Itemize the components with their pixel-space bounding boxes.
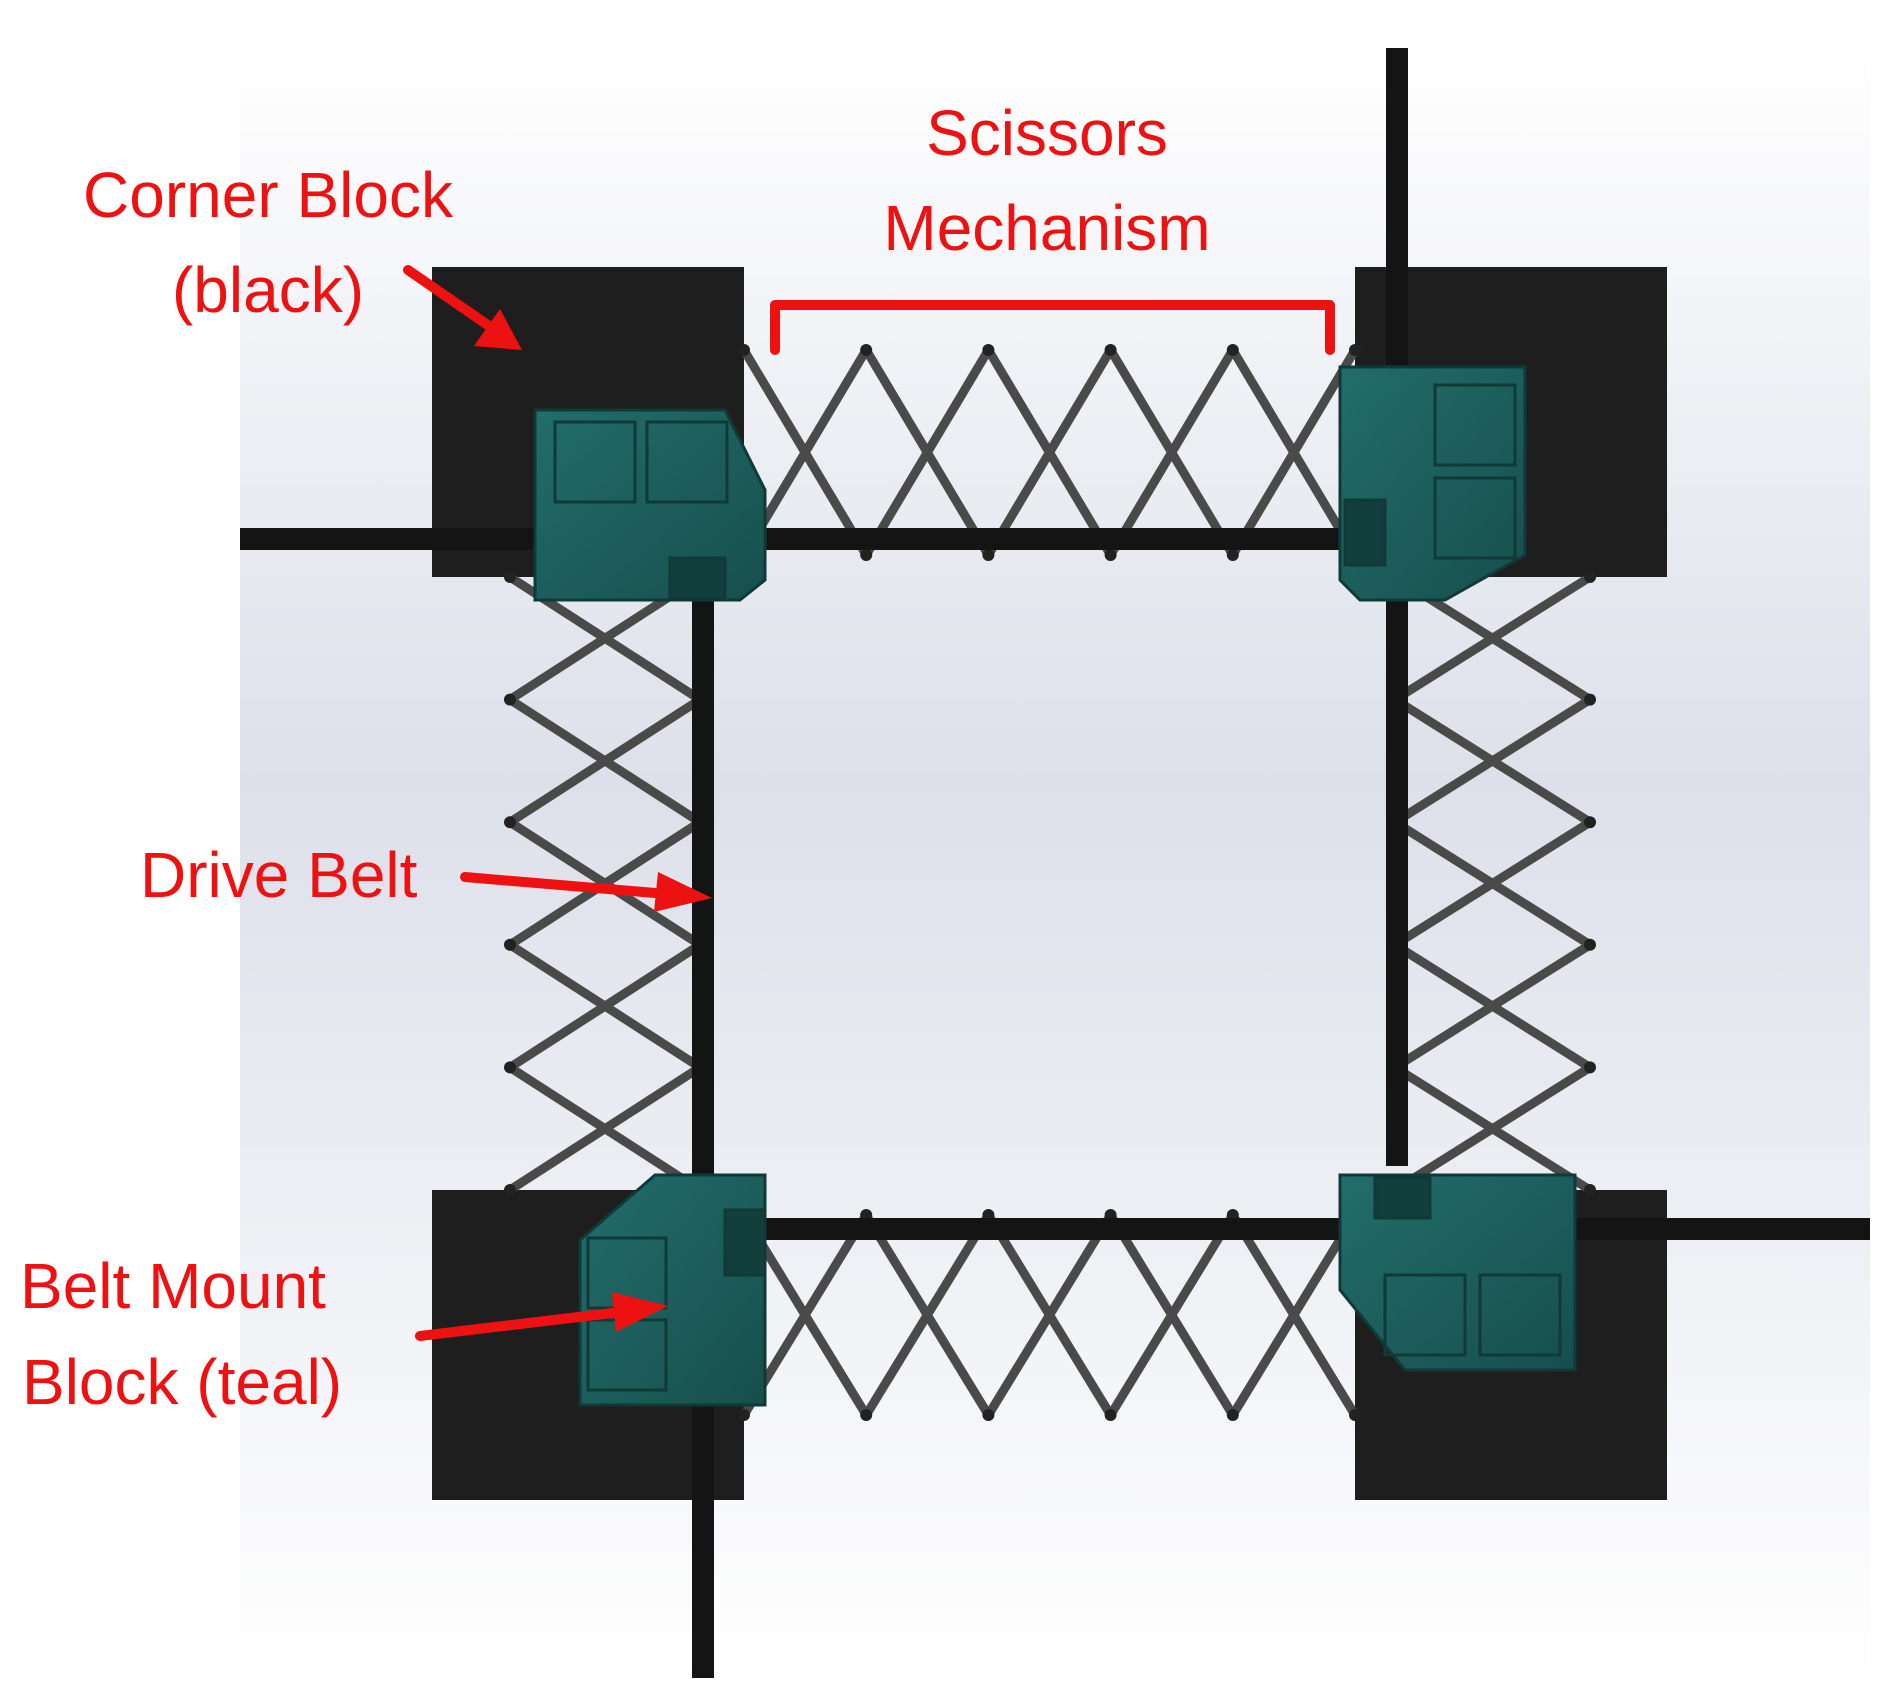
scissor-pivot xyxy=(504,693,516,706)
scissor-pivot xyxy=(860,549,873,561)
drive-belt-vertical-left xyxy=(692,560,714,1678)
drive-belts xyxy=(240,48,1870,1678)
scissor-pivot xyxy=(1349,1409,1361,1421)
scissor-link xyxy=(1228,1210,1360,1420)
scissor-link xyxy=(1390,817,1595,950)
scissor-link xyxy=(1106,345,1238,560)
scissor-link xyxy=(1390,695,1595,827)
scissors-mechanism-label-line1: Scissors xyxy=(926,97,1168,169)
scissor-pivot xyxy=(504,816,516,829)
scissors-bracket xyxy=(770,300,1335,355)
scissor-link xyxy=(1390,940,1595,1072)
scissor-pivot xyxy=(1226,1409,1239,1421)
scissor-pivot xyxy=(1104,344,1117,356)
scissor-link xyxy=(505,695,705,827)
belt-mount-block-bottom-right xyxy=(1338,1173,1577,1372)
belt-mount-block-bottom-left xyxy=(578,1173,767,1407)
scissors-mechanism-label-line2: Mechanism xyxy=(883,192,1210,264)
scissor-pivot xyxy=(504,1184,516,1196)
scissor-pivot xyxy=(738,344,750,356)
scissor-pivot xyxy=(982,1409,995,1421)
scissor-pivot xyxy=(1584,1184,1596,1196)
scissor-pivot xyxy=(1584,693,1596,706)
scissors-mechanism-top xyxy=(738,344,1361,561)
belt-mount-block-top-right xyxy=(1338,365,1527,602)
drive-belt-arrow xyxy=(460,872,712,912)
scissor-link xyxy=(861,345,993,560)
drive-belt-horizontal-top xyxy=(240,528,1380,550)
belt-mount-label-line1: Belt Mount xyxy=(20,1250,326,1322)
scissor-link xyxy=(505,817,705,950)
scissor-pivot xyxy=(1584,938,1596,951)
belt-mount-block-top-left xyxy=(533,408,767,602)
scissor-pivot xyxy=(504,1061,516,1074)
scissor-pivot xyxy=(1226,344,1239,356)
scissor-pivot xyxy=(1104,1409,1117,1421)
belt-mount-arrow xyxy=(415,1292,668,1341)
scissors-mechanism-left xyxy=(504,571,706,1196)
belt-mount-label-line2: Block (teal) xyxy=(22,1346,342,1418)
scissor-pivot xyxy=(504,571,516,583)
corner-block-label-line1: Corner Block xyxy=(83,159,454,231)
scissor-pivot xyxy=(982,344,995,356)
scissor-link xyxy=(983,345,1116,560)
annotations: Scissors Mechanism Corner Block (black) … xyxy=(20,97,1335,1418)
belt-mount-blocks xyxy=(533,365,1577,1407)
scissor-link xyxy=(1390,1062,1595,1195)
scissor-link xyxy=(1228,345,1360,560)
scissor-pivot xyxy=(1584,816,1596,829)
scissor-pivot xyxy=(1104,549,1117,561)
drive-belt-label: Drive Belt xyxy=(140,839,418,911)
corner-block-label-line2: (black) xyxy=(172,254,364,326)
scissor-link xyxy=(1390,572,1595,705)
scissor-link xyxy=(505,940,705,1072)
scissor-pivot xyxy=(738,1409,750,1421)
scissor-pivot xyxy=(504,938,516,951)
scissor-pivot xyxy=(1584,1061,1596,1074)
scissor-pivot xyxy=(860,1409,873,1421)
scissor-pivot xyxy=(1584,571,1596,583)
drive-belt-vertical-right xyxy=(1386,48,1408,1166)
scissor-pivot xyxy=(982,549,995,561)
scissor-pivot xyxy=(1226,549,1239,561)
scissor-link xyxy=(983,1210,1116,1420)
scissor-pivot xyxy=(1349,344,1361,356)
scissor-pivot xyxy=(860,344,873,356)
corner-block-arrow xyxy=(403,265,522,350)
scissor-link xyxy=(861,1210,993,1420)
drive-belt-horizontal-bottom xyxy=(730,1218,1870,1240)
scissor-link xyxy=(505,1062,705,1195)
scissor-link xyxy=(1106,1210,1238,1420)
